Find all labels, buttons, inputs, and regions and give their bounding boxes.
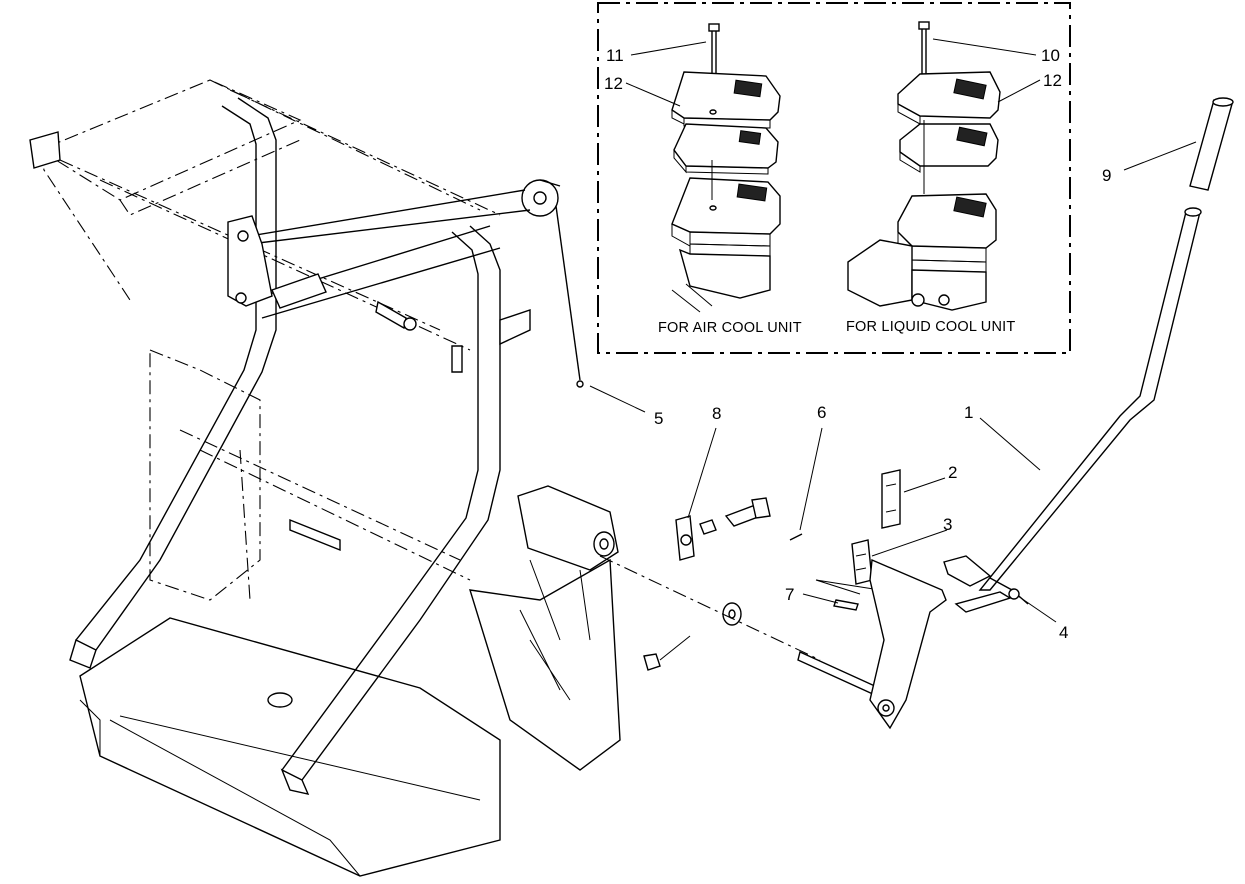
callout-9: 9 <box>1102 166 1111 185</box>
callout-3: 3 <box>943 515 952 534</box>
air-cool-seat-stack-drawing <box>671 23 781 313</box>
callout-2: 2 <box>948 463 957 482</box>
parking-brake-lever-drawing <box>943 207 1202 613</box>
callout-5: 5 <box>654 409 663 428</box>
callout-11: 11 <box>606 46 624 65</box>
callout-12-liquid: 12 <box>1043 71 1062 90</box>
callout-8: 8 <box>712 404 721 423</box>
callout-6: 6 <box>817 403 826 422</box>
callout-12-air: 12 <box>604 74 623 93</box>
liquid-cool-seat-stack-drawing <box>847 21 1001 311</box>
callout-4: 4 <box>1059 623 1068 642</box>
mower-frame-drawing <box>29 79 621 877</box>
inset-callouts <box>625 38 1041 107</box>
callout-7: 7 <box>785 585 794 604</box>
inset-box <box>597 2 1071 354</box>
main-callout-leaders <box>589 141 1197 623</box>
callout-10: 10 <box>1041 46 1060 65</box>
caption-liquid-cool-unit: FOR LIQUID COOL UNIT <box>846 319 1015 335</box>
callout-1: 1 <box>964 403 973 422</box>
hardware-parts-drawing <box>599 469 947 730</box>
caption-air-cool-unit: FOR AIR COOL UNIT <box>658 320 802 336</box>
handle-grip-drawing <box>1189 97 1234 191</box>
